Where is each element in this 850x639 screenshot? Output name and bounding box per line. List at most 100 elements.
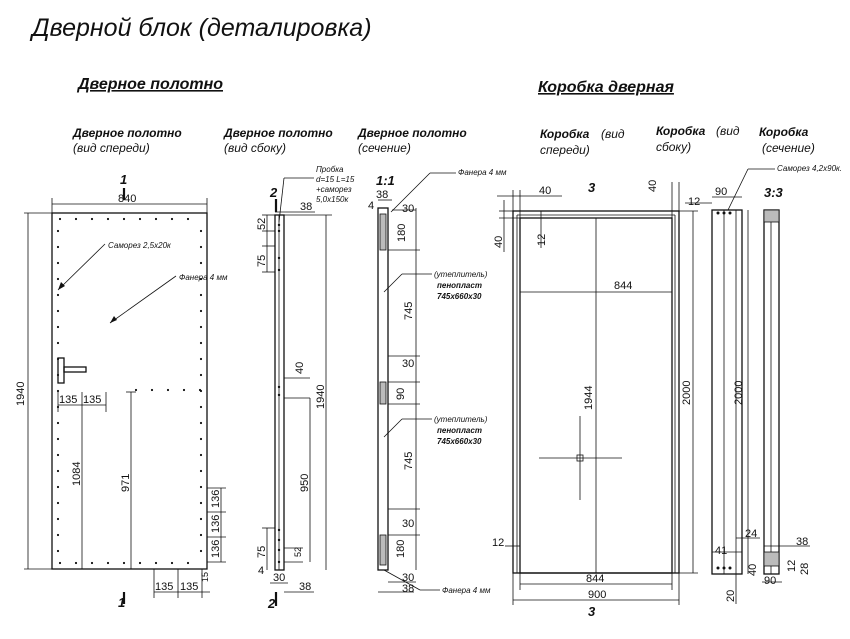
dim-side-40: 40 <box>294 362 306 374</box>
dim-bottom-a: 136 <box>210 490 222 508</box>
dim-sec-30-bot: 30 <box>402 572 414 584</box>
dim-bottom-w2: 135 <box>180 581 198 593</box>
frame-front-view: 3 3 40 40 40 12 844 1944 2000 12 <box>492 180 698 619</box>
dim-side-950: 950 <box>299 474 311 492</box>
frame-section-outline <box>763 209 780 575</box>
section-block-bottom <box>379 534 387 566</box>
dim-mid-height: 971 <box>120 474 132 492</box>
dim-handle-height: 1084 <box>71 462 83 486</box>
dim-sec-30-top: 30 <box>402 203 414 215</box>
dim-fr-12-top: 12 <box>536 234 548 246</box>
dim-bottom-c: 136 <box>210 540 222 558</box>
dim-fs-90b: 90 <box>764 575 776 587</box>
dim-fr-12-bot: 12 <box>492 537 504 549</box>
note-insulation-bot-3: 745х660х30 <box>437 437 482 446</box>
leaf-section-view: 1:1 38 4 30 180 745 30 90 745 30 180 30 … <box>368 168 507 595</box>
leaf-front-outline <box>51 212 208 570</box>
section-block-top <box>379 213 387 251</box>
dim-side-75-bot: 75 <box>256 546 268 558</box>
cut-mark-1-top: 1 <box>120 172 127 187</box>
view-leaf-front-title: Дверное полотно <box>72 126 182 140</box>
handle-lever <box>63 366 87 373</box>
note-insulation-top-2: пенопласт <box>437 281 482 290</box>
dim-sec-180-bot: 180 <box>395 540 407 558</box>
section-door-leaf-title: Дверное полотно <box>76 76 223 93</box>
dim-side-38-bot: 38 <box>299 581 311 593</box>
view-leaf-front-sub: (вид спереди) <box>73 141 150 155</box>
dim-fr-1944: 1944 <box>583 386 595 410</box>
dim-fs-38: 38 <box>796 536 808 548</box>
note-screw-25: Саморез 2,5х20к <box>108 241 172 250</box>
cut-mark-1-bottom: 1 <box>118 595 125 610</box>
dim-side-4: 4 <box>258 565 264 577</box>
view-frame-front-title: Коробка <box>540 127 590 141</box>
section-frame-title: Коробка дверная <box>538 79 674 96</box>
leaf-section-outline <box>377 207 389 571</box>
section-block-mid <box>379 381 387 405</box>
frame-section-top-block <box>763 209 780 223</box>
page-title: Дверной блок (деталировка) <box>29 14 372 42</box>
leaf-side-outline <box>274 214 285 571</box>
dim-fs-24: 24 <box>745 528 757 540</box>
frame-side-outline <box>711 209 743 575</box>
dim-fs-2000: 2000 <box>733 381 745 405</box>
dim-fs-41: 41 <box>715 545 727 557</box>
note-insulation-top-3: 745х660х30 <box>437 292 482 301</box>
dim-fr-2000: 2000 <box>681 381 693 405</box>
dim-sec-30-low: 30 <box>402 518 414 530</box>
cut-mark-3-bottom: 3 <box>588 604 596 619</box>
cut-mark-3-top: 3 <box>588 180 596 195</box>
dim-fs-90: 90 <box>715 186 727 198</box>
note-plywood-front: Фанера 4 мм <box>179 273 228 282</box>
dim-side-38-top: 38 <box>300 201 312 213</box>
view-frame-side-title: Коробка <box>656 124 706 138</box>
note-plug-3: +саморез <box>316 185 352 194</box>
dim-fr-844-inner: 844 <box>614 280 632 292</box>
dim-sec-38-bot: 38 <box>402 583 414 595</box>
dim-fs-40: 40 <box>747 564 759 576</box>
dim-bottom-w1: 135 <box>155 581 173 593</box>
handle-plate <box>57 357 65 384</box>
note-insulation-top-1: (утеплитель) <box>434 270 488 279</box>
dim-leaf-height: 1940 <box>15 382 27 406</box>
view-leaf-section-sub: (сечение) <box>358 141 411 155</box>
dim-sec-38-top: 38 <box>376 189 388 201</box>
cut-mark-3-3: 3:3 <box>764 185 784 200</box>
plug-dots <box>277 223 281 564</box>
note-insulation-bot-1: (утеплитель) <box>434 415 488 424</box>
dim-side-30-bot: 30 <box>273 572 285 584</box>
view-frame-side-sub2: сбоку) <box>656 140 691 154</box>
note-plug-2: d=15 L=15 <box>316 175 355 184</box>
dim-leaf-width: 840 <box>118 193 136 205</box>
leaf-front-view: 1 1 840 1940 135 135 1084 971 136 136 13 <box>15 172 228 610</box>
view-frame-section-sub: (сечение) <box>762 141 815 155</box>
frame-section-view: 3:3 38 12 28 90 <box>762 185 811 587</box>
dim-sec-90: 90 <box>395 388 407 400</box>
dim-side-1940: 1940 <box>315 385 327 409</box>
dim-fs-12b: 12 <box>786 560 798 572</box>
dim-bottom-b: 136 <box>210 515 222 533</box>
dim-fs-28: 28 <box>799 563 811 575</box>
view-frame-front-sub2: спереди) <box>540 143 590 157</box>
dim-fr-900: 900 <box>588 589 606 601</box>
view-leaf-side-sub: (вид сбоку) <box>224 141 286 155</box>
dim-handle-left: 135 <box>59 394 77 406</box>
dim-sec-180-top: 180 <box>396 224 408 242</box>
dim-fr-40-side: 40 <box>493 236 505 248</box>
note-screw-42: Саморез 4,2х90к. <box>777 164 842 173</box>
dim-sec-4-top: 4 <box>368 200 374 212</box>
dim-side-52-bot: 52 <box>293 547 303 557</box>
cut-mark-2-bottom: 2 <box>267 596 276 611</box>
dim-side-52-top: 52 <box>256 218 268 230</box>
cut-mark-1-1: 1:1 <box>376 173 395 188</box>
note-plug-1: Пробка <box>316 165 344 174</box>
note-insulation-bot-2: пенопласт <box>437 426 482 435</box>
dim-fr-40-left: 40 <box>539 185 551 197</box>
note-plywood-sec-bot: Фанера 4 мм <box>442 586 491 595</box>
note-plug-4: 5,0х150к <box>316 195 349 204</box>
dim-sec-745-bot: 745 <box>403 452 415 470</box>
dim-fr-844-bot: 844 <box>586 573 604 585</box>
dim-sec-745-top: 745 <box>403 302 415 320</box>
note-plywood-sec-top: Фанера 4 мм <box>458 168 507 177</box>
